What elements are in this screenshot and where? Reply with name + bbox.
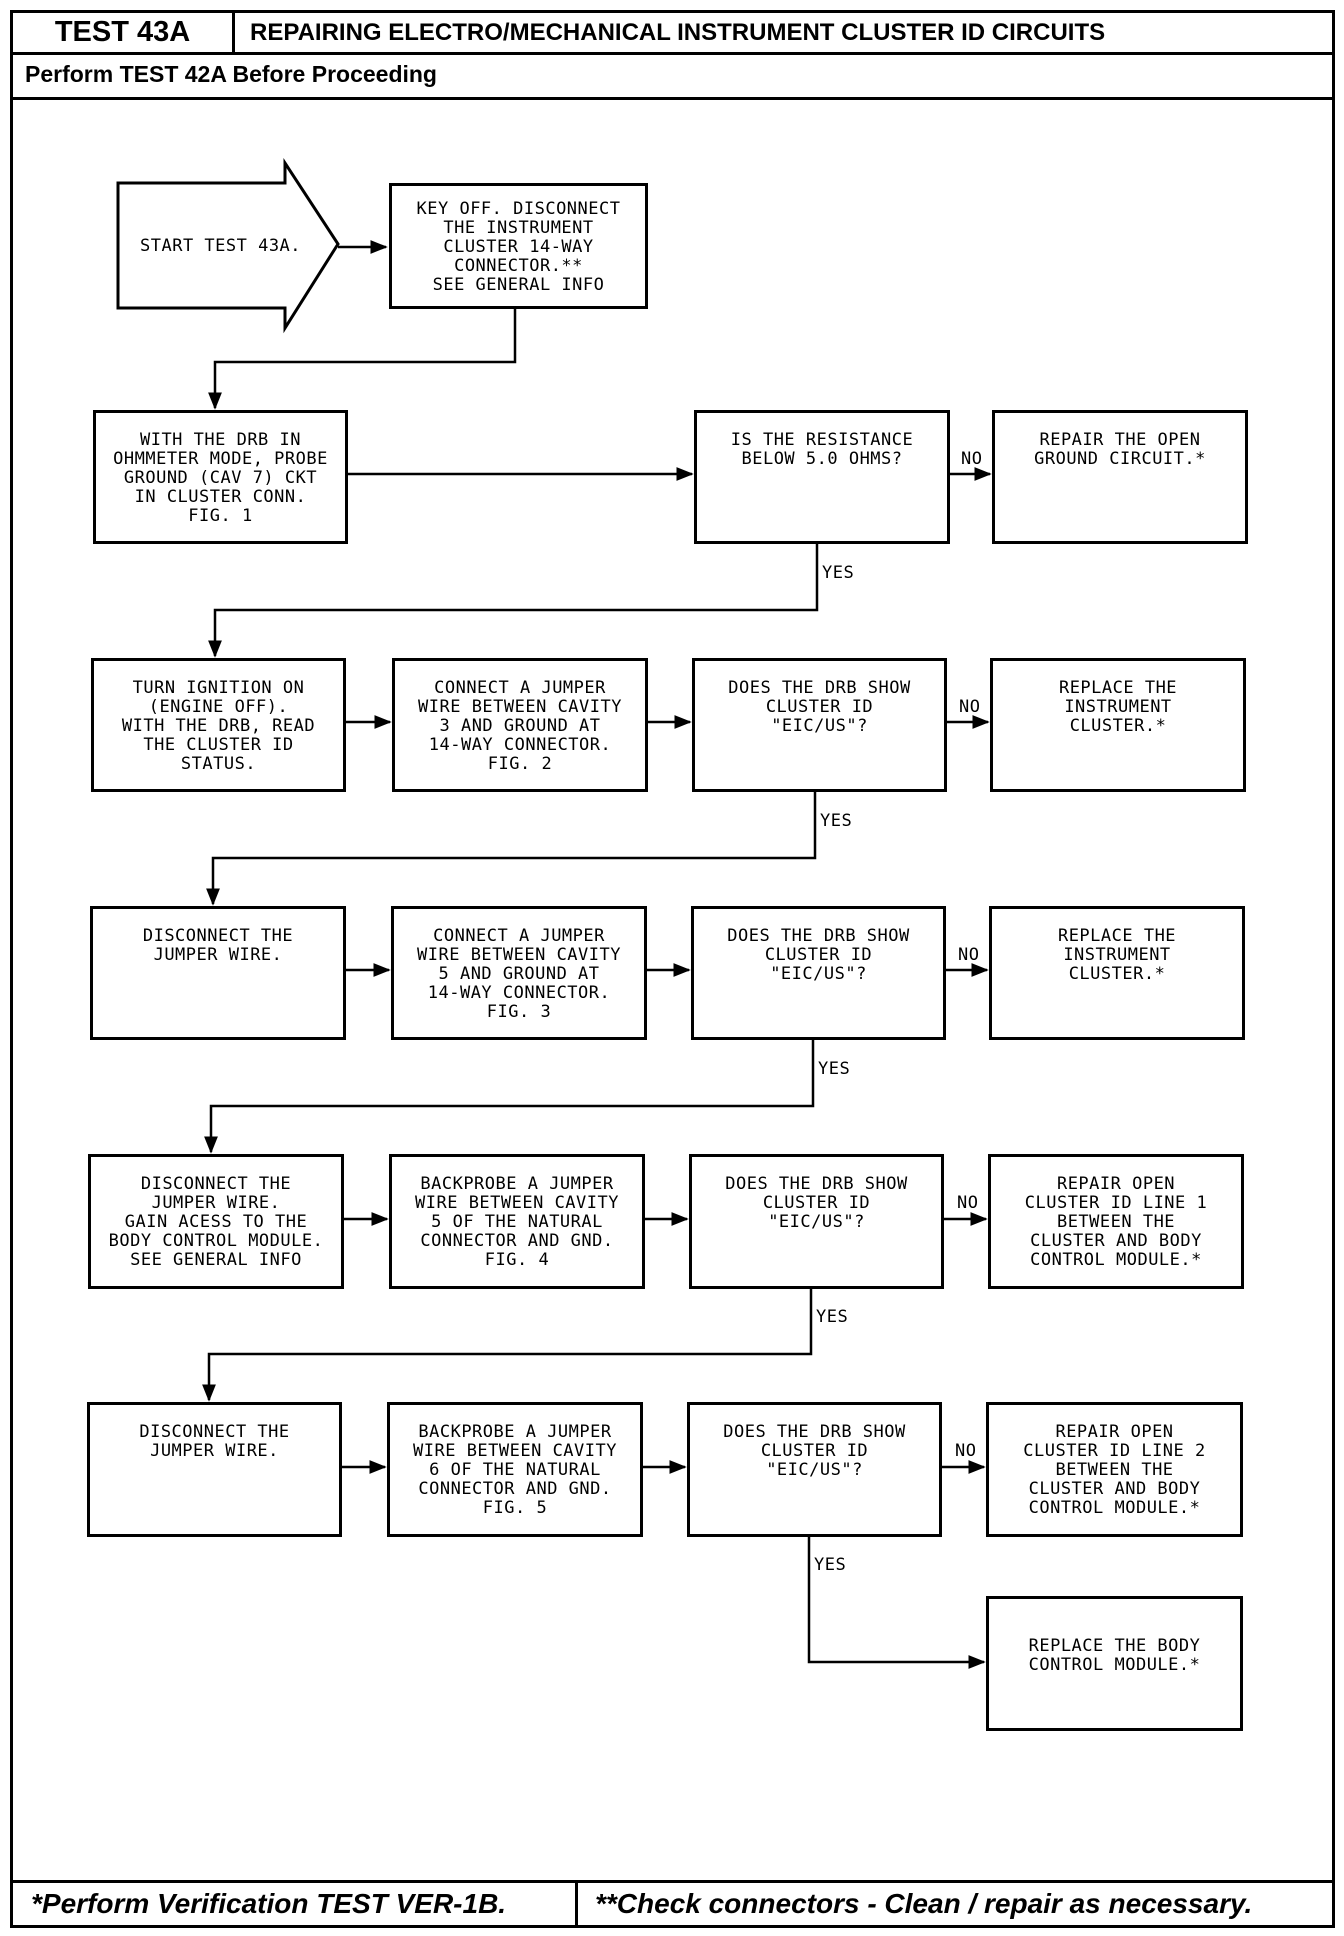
result-repair-id-line-2: REPAIR OPEN CLUSTER ID LINE 2 BETWEEN TH… [986,1402,1243,1537]
step-jumper-cavity-3: CONNECT A JUMPER WIRE BETWEEN CAVITY 3 A… [392,658,648,792]
result-replace-body-control-module: REPLACE THE BODY CONTROL MODULE.* [986,1596,1243,1731]
label-no: NO [959,697,981,717]
label-no: NO [961,449,983,469]
start-arrow-shape [116,157,340,334]
footer-note-connectors: **Check connectors - Clean / repair as n… [575,1880,1335,1928]
decision-cluster-id-3: DOES THE DRB SHOW CLUSTER ID "EIC/US"? [689,1154,944,1289]
decision-cluster-id-4: DOES THE DRB SHOW CLUSTER ID "EIC/US"? [687,1402,942,1537]
label-yes: YES [814,1555,847,1575]
step-ignition-on: TURN IGNITION ON (ENGINE OFF). WITH THE … [91,658,346,792]
decision-cluster-id-2: DOES THE DRB SHOW CLUSTER ID "EIC/US"? [691,906,946,1040]
step-key-off: KEY OFF. DISCONNECT THE INSTRUMENT CLUST… [389,183,648,309]
label-yes: YES [822,563,855,583]
label-no: NO [958,945,980,965]
step-backprobe-cavity-6: BACKPROBE A JUMPER WIRE BETWEEN CAVITY 6… [387,1402,643,1537]
result-repair-ground: REPAIR THE OPEN GROUND CIRCUIT.* [992,410,1248,544]
test-id: TEST 43A [10,10,235,55]
label-no: NO [955,1441,977,1461]
label-yes: YES [820,811,853,831]
step-disconnect-jumper-2: DISCONNECT THE JUMPER WIRE. [87,1402,342,1537]
step-access-body-control-module: DISCONNECT THE JUMPER WIRE. GAIN ACESS T… [88,1154,344,1289]
start-label: START TEST 43A. [140,236,302,256]
page-title: REPAIRING ELECTRO/MECHANICAL INSTRUMENT … [232,10,1335,55]
step-ohmmeter-probe: WITH THE DRB IN OHMMETER MODE, PROBE GRO… [93,410,348,544]
footer-note-verification: *Perform Verification TEST VER-1B. [10,1880,578,1928]
step-disconnect-jumper-1: DISCONNECT THE JUMPER WIRE. [90,906,346,1040]
result-replace-cluster-1: REPLACE THE INSTRUMENT CLUSTER.* [990,658,1246,792]
label-no: NO [957,1193,979,1213]
step-backprobe-cavity-5: BACKPROBE A JUMPER WIRE BETWEEN CAVITY 5… [389,1154,645,1289]
step-jumper-cavity-5: CONNECT A JUMPER WIRE BETWEEN CAVITY 5 A… [391,906,647,1040]
result-replace-cluster-2: REPLACE THE INSTRUMENT CLUSTER.* [989,906,1245,1040]
prerequisite-note: Perform TEST 42A Before Proceeding [10,52,1335,100]
result-repair-id-line-1: REPAIR OPEN CLUSTER ID LINE 1 BETWEEN TH… [988,1154,1244,1289]
decision-resistance: IS THE RESISTANCE BELOW 5.0 OHMS? [694,410,950,544]
label-yes: YES [818,1059,851,1079]
decision-cluster-id-1: DOES THE DRB SHOW CLUSTER ID "EIC/US"? [692,658,947,792]
label-yes: YES [816,1307,849,1327]
